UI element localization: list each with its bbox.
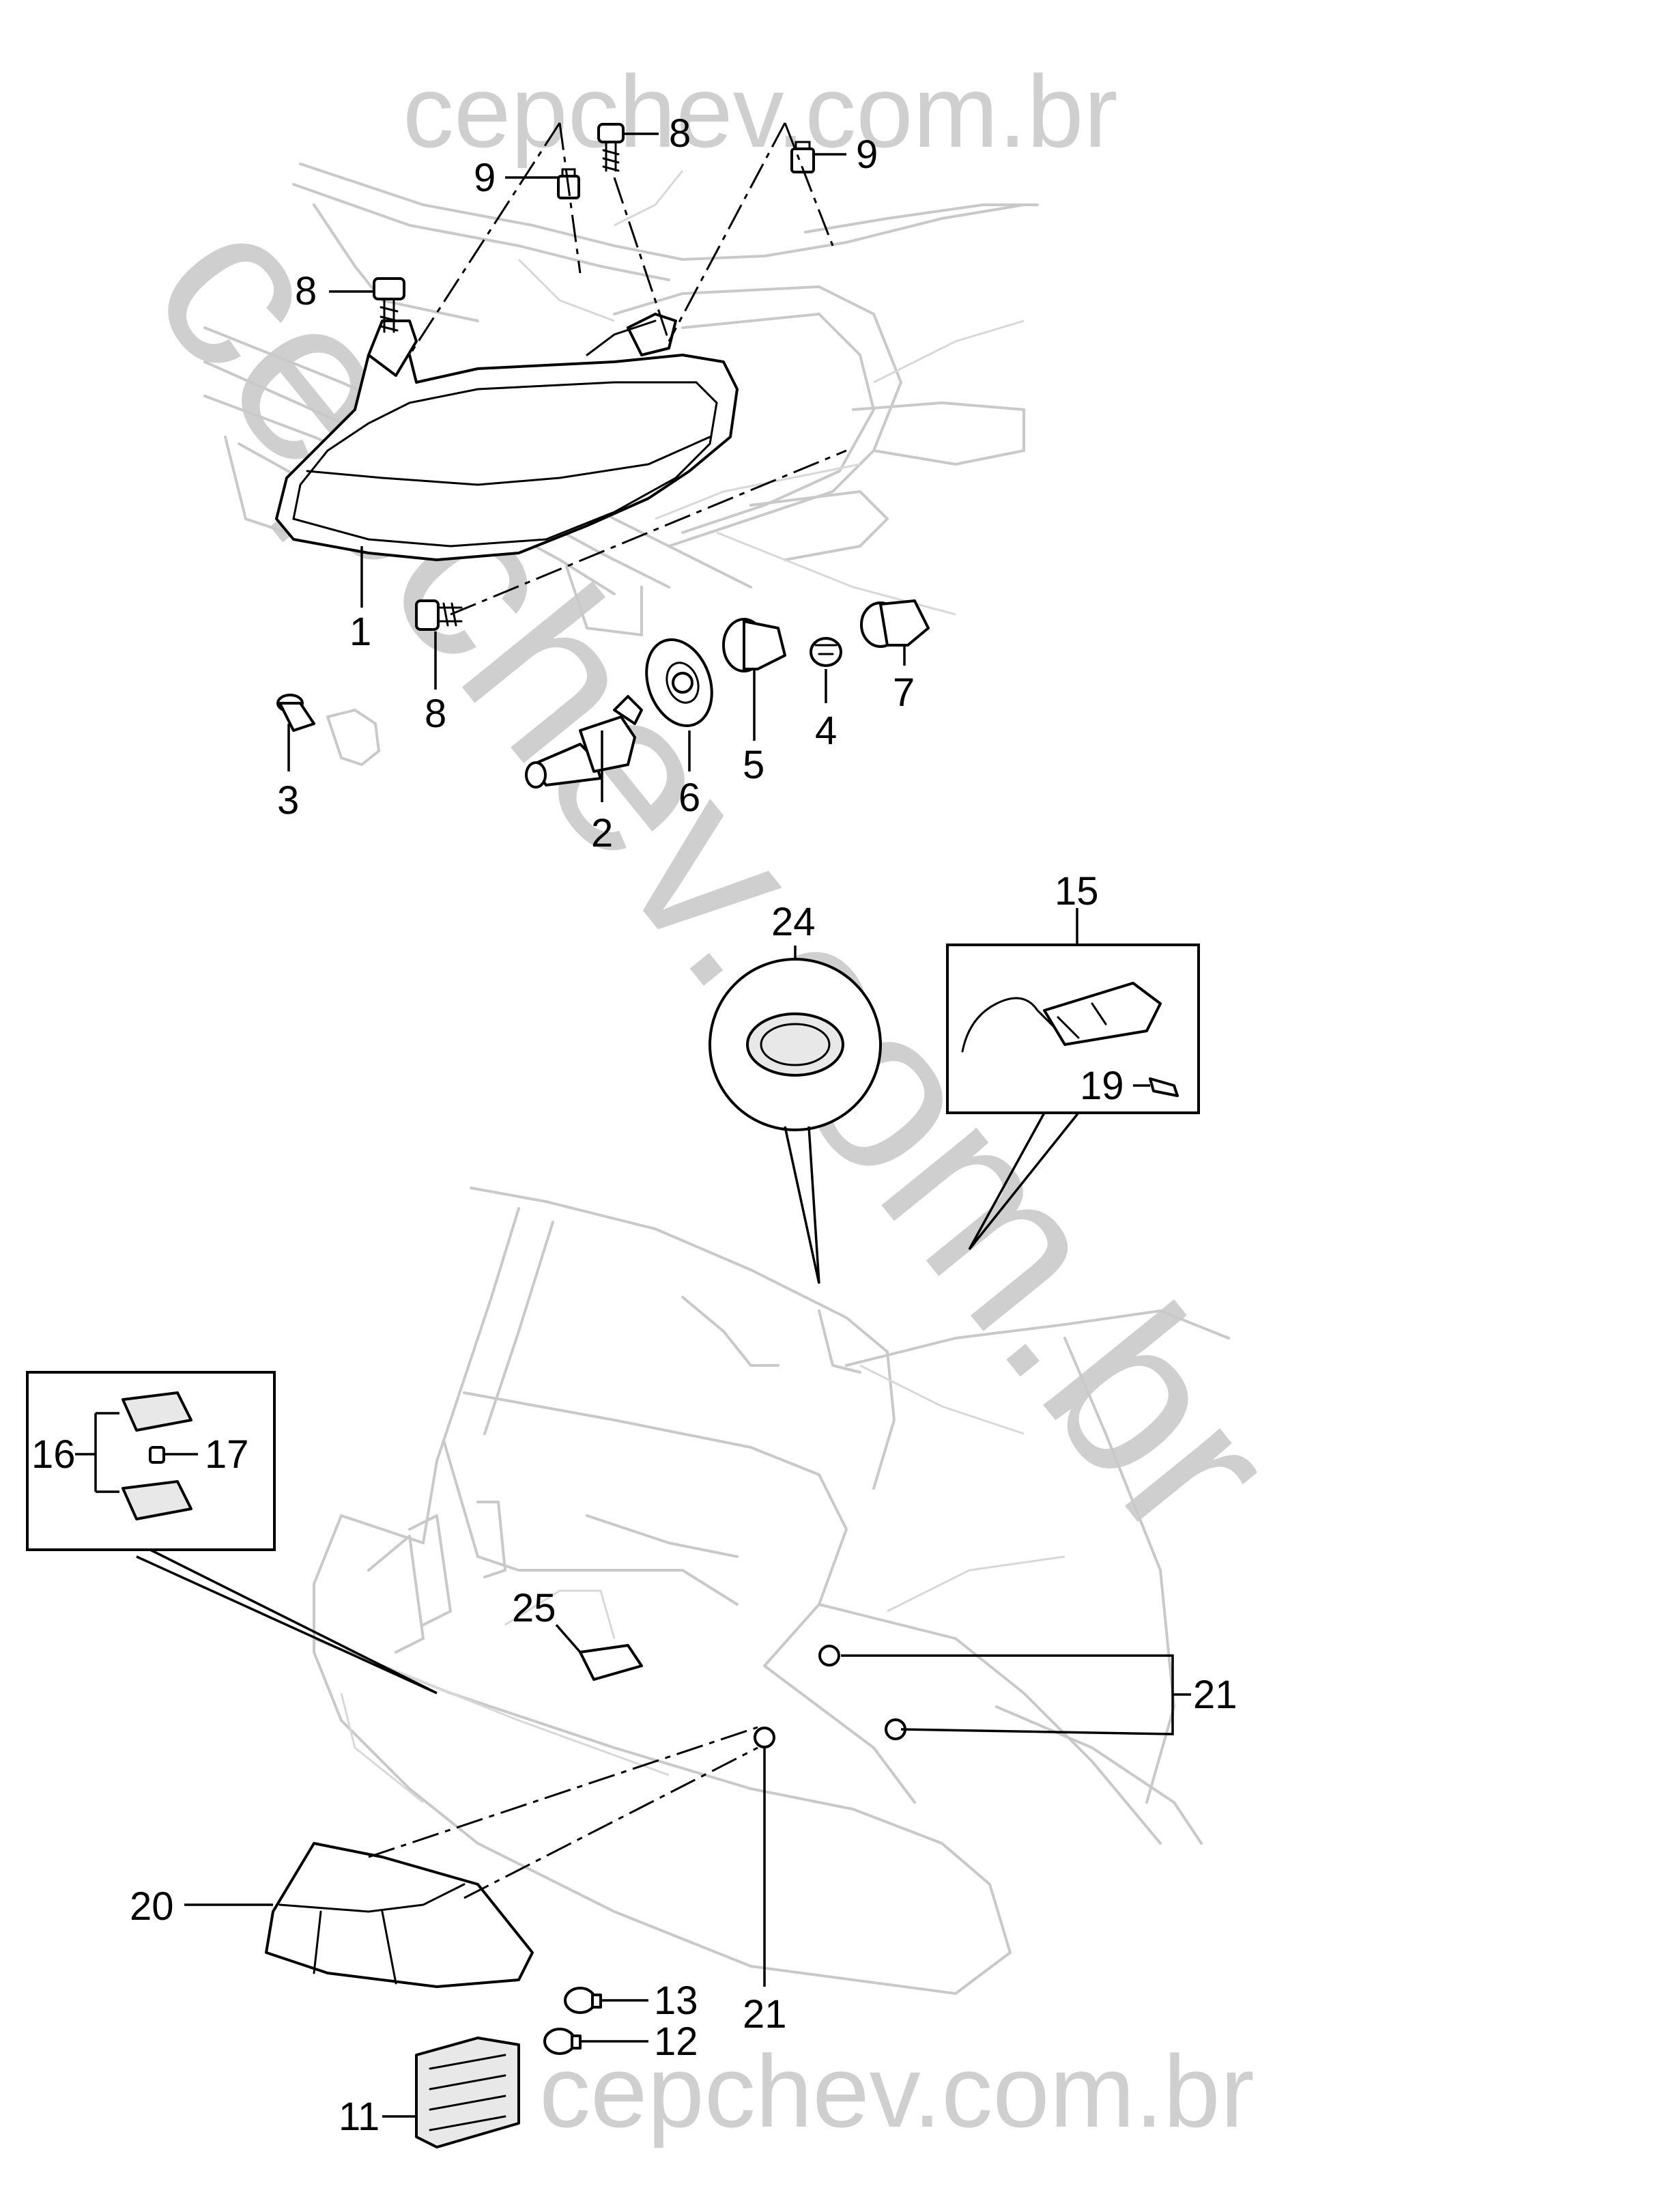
callout-20: 20 bbox=[130, 1884, 174, 1929]
inset-15-box bbox=[946, 944, 1200, 1251]
small-bulb bbox=[810, 637, 842, 667]
lamp-25 bbox=[579, 1644, 643, 1681]
callout-15: 15 bbox=[1055, 869, 1099, 913]
callout-3: 3 bbox=[277, 778, 299, 823]
rear-body-ghost bbox=[313, 1187, 1230, 1995]
bulb-holder-board bbox=[415, 2037, 520, 2149]
watermark-top: cepchev.com.br bbox=[403, 54, 1118, 169]
inset-24 bbox=[709, 958, 882, 1284]
callout-8-lower: 8 bbox=[425, 692, 446, 736]
callout-8-left: 8 bbox=[295, 269, 317, 313]
inset-16-box bbox=[26, 1371, 438, 1695]
callout-24: 24 bbox=[771, 900, 816, 944]
tail-lamp-guide-lines bbox=[368, 1726, 758, 1899]
callout-12: 12 bbox=[654, 2019, 698, 2064]
tail-lamp bbox=[265, 1842, 534, 1988]
callout-1: 1 bbox=[349, 610, 371, 654]
callout-16: 16 bbox=[31, 1432, 76, 1477]
watermark-bottom: cepchev.com.br bbox=[539, 2034, 1255, 2149]
assembly-guide-lines bbox=[408, 122, 847, 616]
callout-4: 4 bbox=[815, 709, 837, 753]
bolt-8-left bbox=[373, 277, 405, 333]
nuts bbox=[754, 1645, 906, 1748]
bulb-h4 bbox=[525, 695, 643, 789]
callout-13: 13 bbox=[654, 1979, 698, 2023]
callout-19: 19 bbox=[1080, 1064, 1124, 1108]
front-body-ghost bbox=[203, 162, 1039, 636]
bulb-holder-small bbox=[276, 694, 380, 766]
callout-6: 6 bbox=[678, 776, 700, 820]
clip-9-right bbox=[790, 141, 815, 173]
callout-17: 17 bbox=[205, 1432, 249, 1477]
callout-21-bottom: 21 bbox=[743, 1992, 787, 2037]
callout-21-right: 21 bbox=[1193, 1673, 1237, 1717]
callout-11: 11 bbox=[339, 2095, 380, 2139]
bulb-socket bbox=[722, 618, 786, 672]
rear-bulbs bbox=[543, 1987, 602, 2055]
callout-8-top: 8 bbox=[669, 111, 691, 156]
callout-2: 2 bbox=[591, 811, 613, 855]
rubber-cap bbox=[645, 638, 713, 727]
callout-leaders bbox=[164, 132, 1191, 2118]
callout-7: 7 bbox=[893, 670, 915, 715]
callout-9-left: 9 bbox=[474, 156, 496, 200]
callout-5: 5 bbox=[743, 743, 764, 787]
callout-25: 25 bbox=[512, 1586, 556, 1630]
socket-7 bbox=[860, 599, 930, 648]
callout-9-right: 9 bbox=[856, 132, 878, 177]
callout-numbers: 1 2 3 4 5 6 7 8 8 8 9 9 11 12 13 15 16 1… bbox=[31, 111, 1237, 2139]
bolt-8-lower bbox=[415, 599, 463, 631]
